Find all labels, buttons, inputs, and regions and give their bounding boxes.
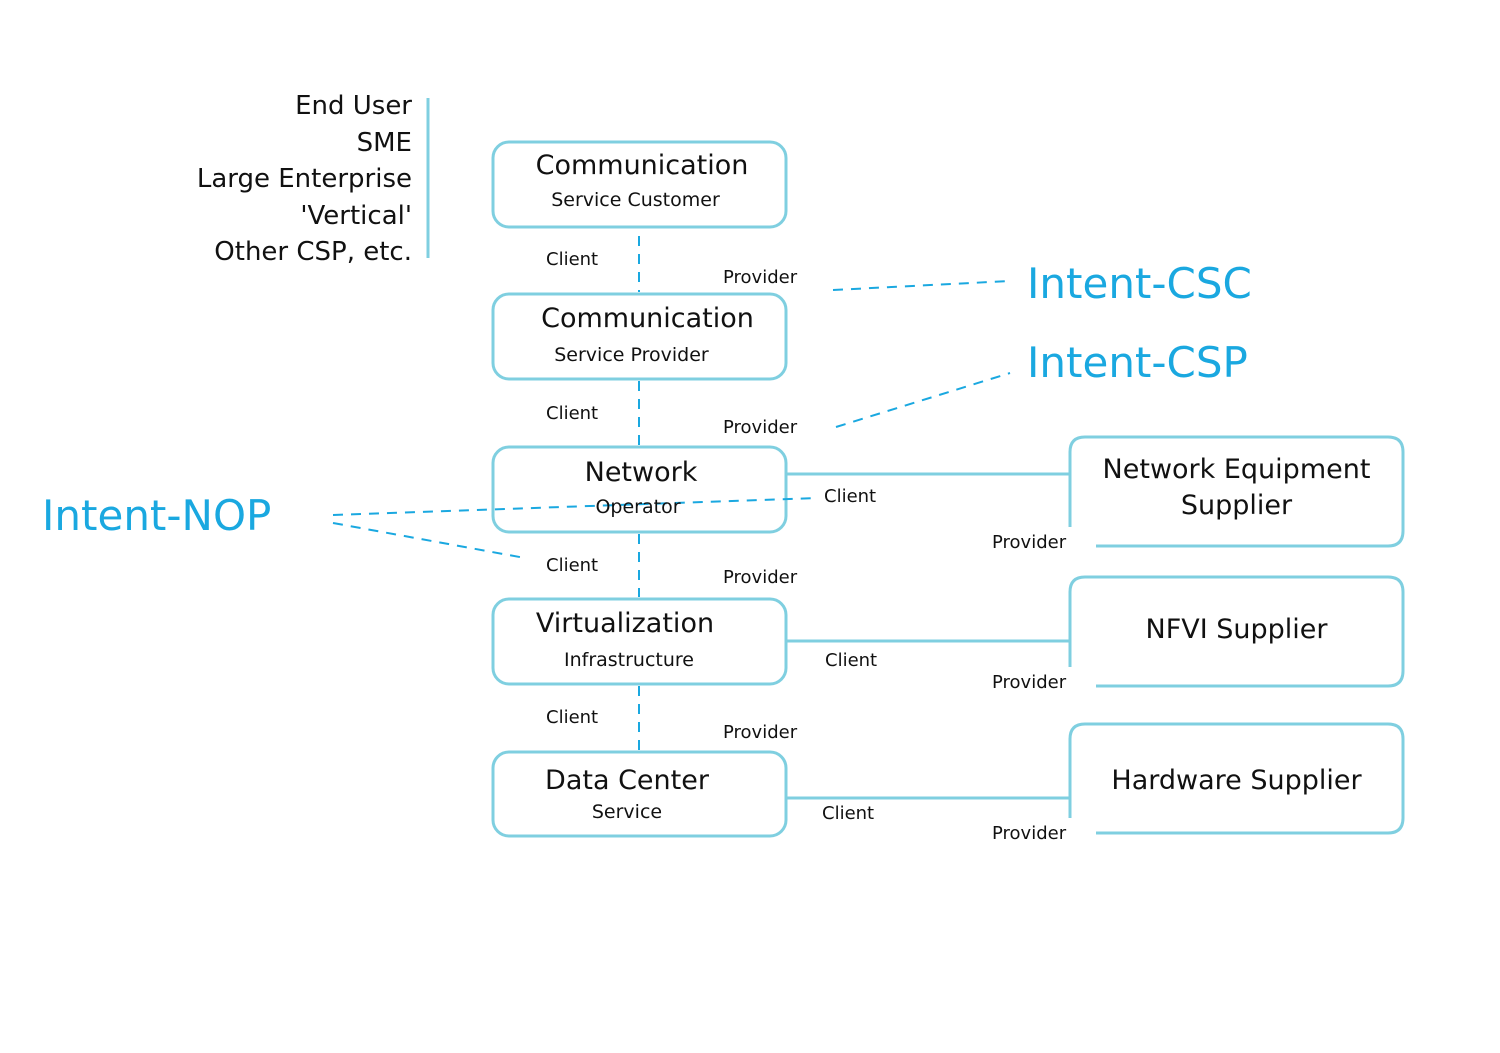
box-vi-title: Virtualization: [535, 608, 715, 639]
supplier-nes-border: [1068, 435, 1405, 548]
box-csc-border: [491, 140, 788, 229]
role-provider-nop: Provider: [723, 417, 798, 438]
supplier-nes-title: Network Equipment: [1102, 454, 1371, 485]
customer-type: Large Enterprise: [196, 164, 412, 194]
box-nop-subtitle: Operator: [595, 496, 681, 518]
intent-csp-label: Intent-CSP: [1027, 338, 1248, 387]
box-csp-subtitle: Service Provider: [554, 344, 709, 366]
role-provider-csp: Provider: [723, 267, 798, 288]
role-client-nop-nes: Client: [822, 486, 877, 507]
role-provider-hw: Provider: [992, 823, 1067, 844]
role-provider-nes: Provider: [992, 532, 1067, 553]
customer-type: 'Vertical': [300, 200, 412, 231]
customer-types-list: End User SME Large Enterprise 'Vertical'…: [197, 88, 412, 271]
box-dc-subtitle: Service: [591, 801, 663, 823]
box-vi-subtitle: Infrastructure: [563, 649, 694, 671]
intent-csp-pointer: [835, 372, 1011, 428]
role-client-nop: Client: [546, 555, 599, 576]
box-dc-title: Data Center: [545, 765, 709, 796]
box-csp-title: Communication: [541, 303, 754, 334]
intent-csc-pointer: [832, 280, 1011, 291]
box-csc-title: Communication: [535, 150, 749, 181]
role-client-dc-hw: Client: [822, 803, 875, 824]
supplier-nes-subtitle: Supplier: [1180, 490, 1293, 521]
role-client-csc: Client: [546, 249, 599, 270]
role-client-vi-nfvi: Client: [825, 650, 878, 671]
role-provider-dc: Provider: [723, 722, 798, 743]
box-nop-title: Network: [584, 457, 698, 488]
customer-type: SME: [356, 127, 412, 158]
supplier-hw-border: [1068, 722, 1405, 835]
supplier-nfvi-border: [1068, 575, 1405, 688]
intent-nop-pointer-upper: [332, 497, 819, 516]
box-nop-border: [491, 445, 788, 534]
intent-nop-label: Intent-NOP: [42, 491, 272, 540]
box-csc-subtitle: Service Customer: [551, 189, 720, 211]
role-provider-nfvi: Provider: [992, 672, 1067, 693]
supplier-nfvi-title: NFVI Supplier: [1145, 614, 1328, 645]
customer-type: End User: [295, 91, 412, 121]
role-client-vi: Client: [546, 707, 599, 728]
box-dc-border: [491, 750, 788, 838]
role-provider-vi: Provider: [723, 567, 798, 588]
role-client-csp: Client: [546, 403, 599, 424]
intent-nop-pointer-lower: [332, 522, 526, 559]
intent-csc-label: Intent-CSC: [1027, 259, 1252, 308]
customer-type: Other CSP, etc.: [214, 237, 412, 267]
box-csp-border: [491, 292, 788, 381]
supplier-hw-title: Hardware Supplier: [1111, 765, 1362, 796]
